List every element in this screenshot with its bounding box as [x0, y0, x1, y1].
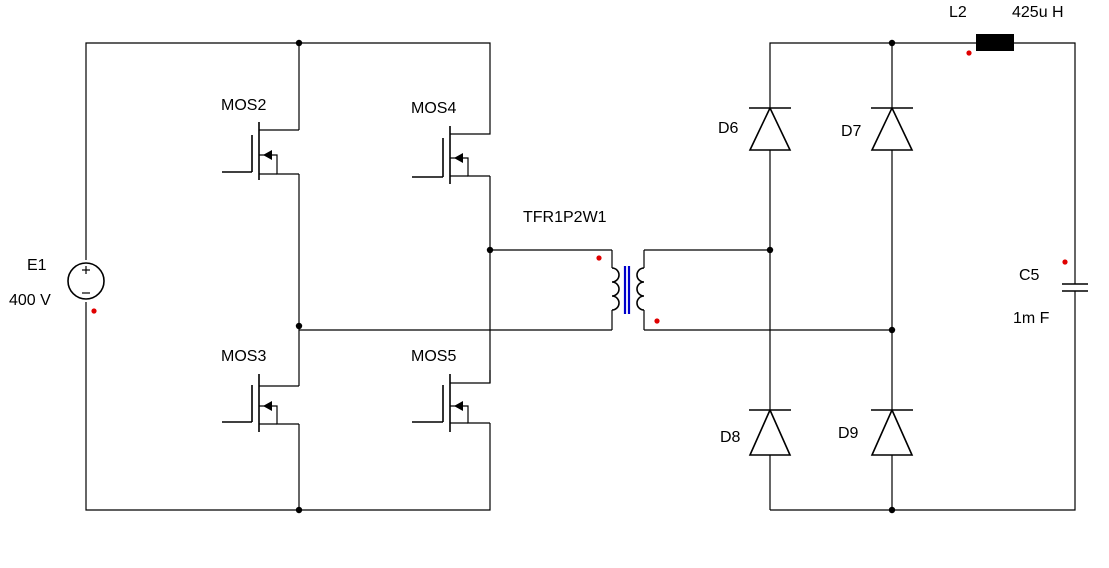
- output-wires: [643, 42, 1076, 511]
- junction-dots: [295, 39, 896, 514]
- input-wires: [85, 42, 613, 511]
- polarity-dot-primary: [596, 255, 602, 261]
- mosfet-label: MOS2: [221, 97, 266, 114]
- polarity-dot-e1: [91, 308, 97, 314]
- source-value: 400 V: [9, 292, 51, 309]
- inductor-label: L2: [949, 4, 967, 21]
- diode-label: D7: [841, 123, 862, 140]
- mosfet-mos3: MOS3: [221, 348, 299, 432]
- inductor-value: 425u H: [1012, 4, 1064, 21]
- diode-d7: D7: [841, 106, 914, 151]
- polarity-dot-l2: [966, 50, 972, 56]
- mosfet-label: MOS4: [411, 100, 456, 117]
- capacitor-label: C5: [1019, 267, 1040, 284]
- mosfet-label: MOS5: [411, 348, 456, 365]
- capacitor-value: 1m F: [1013, 310, 1050, 327]
- diode-label: D8: [720, 429, 741, 446]
- polarity-dot-c5: [1062, 259, 1068, 265]
- diode-d6: D6: [718, 106, 792, 151]
- transformer-tfr1p2w1: TFR1P2W1: [523, 209, 660, 324]
- source-label: E1: [27, 257, 47, 274]
- diode-d8: D8: [720, 408, 792, 456]
- diode-d9: D9: [838, 408, 914, 456]
- mosfet-mos4: MOS4: [411, 100, 491, 184]
- inductor-l2: L2 425u H: [949, 4, 1064, 56]
- voltage-source-e1: E1 400 V: [9, 257, 105, 314]
- mosfet-mos5: MOS5: [411, 348, 491, 432]
- polarity-dot-secondary: [654, 318, 660, 324]
- transformer-label: TFR1P2W1: [523, 209, 607, 226]
- diode-label: D9: [838, 425, 859, 442]
- mosfet-label: MOS3: [221, 348, 266, 365]
- mosfet-mos2: MOS2: [221, 97, 299, 180]
- diode-label: D6: [718, 120, 739, 137]
- capacitor-c5: C5 1m F: [1013, 259, 1088, 327]
